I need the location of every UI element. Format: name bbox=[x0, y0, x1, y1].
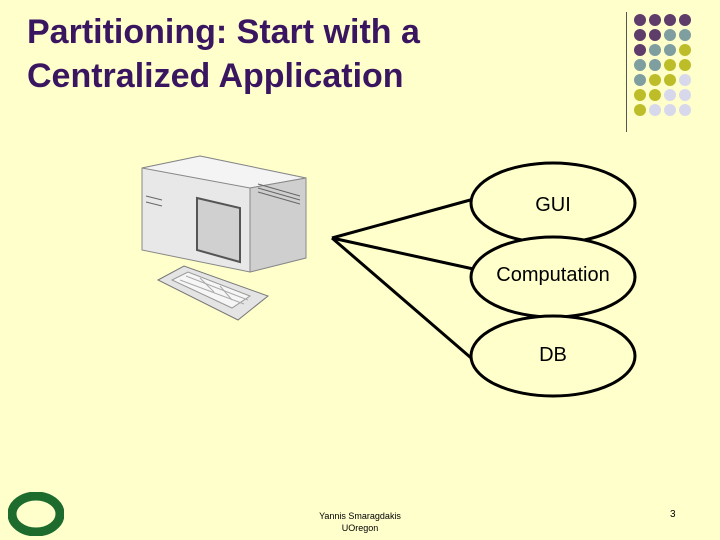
connector-computation bbox=[331, 236, 479, 272]
decorative-divider bbox=[626, 12, 627, 132]
slide-title-line-1: Partitioning: Start with a bbox=[27, 13, 420, 51]
footer-author: Yannis Smaragdakis bbox=[319, 511, 401, 521]
node-oval-db bbox=[469, 314, 637, 398]
footer-org: UOregon bbox=[341, 523, 379, 533]
connector-gui bbox=[331, 192, 493, 240]
footer-author-block: Yannis Smaragdakis UOregon bbox=[290, 510, 430, 534]
node-label-computation: Computation bbox=[496, 264, 610, 286]
slide-title-line-2: Centralized Application bbox=[27, 57, 404, 95]
node-label-db: DB bbox=[539, 344, 567, 366]
node-label-gui: GUI bbox=[535, 194, 571, 216]
connector-db bbox=[331, 236, 493, 378]
uoregon-o-logo bbox=[8, 492, 64, 536]
slide-title: Partitioning: Start with a Centralized A… bbox=[27, 10, 587, 98]
page-number: 3 bbox=[670, 509, 676, 520]
